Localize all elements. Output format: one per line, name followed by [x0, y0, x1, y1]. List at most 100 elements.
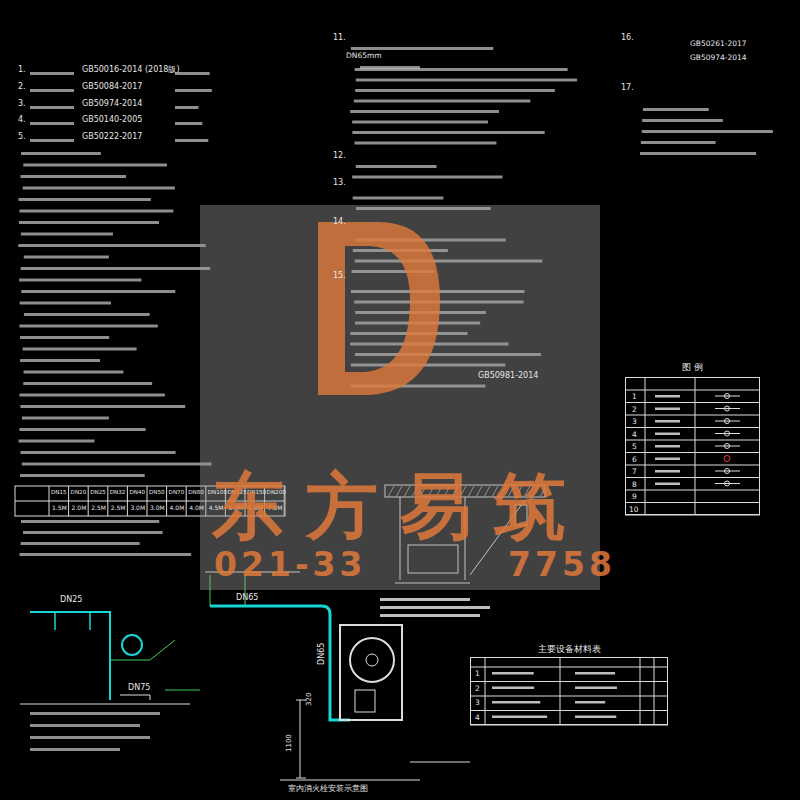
note-text: 2.5M: [111, 505, 126, 511]
note-line: [352, 176, 502, 179]
note-text: 14.: [333, 218, 346, 226]
note-text: 2.5M: [91, 505, 106, 511]
note-line: [175, 122, 202, 125]
note-text: GB50222-2017: [82, 133, 142, 141]
note-line: [175, 139, 208, 142]
note-line: [19, 428, 145, 431]
drawing-label: 室内消火栓安装示意图: [288, 785, 368, 793]
note-line: [21, 520, 159, 523]
note-line: [20, 359, 100, 362]
note-text: 3: [475, 699, 480, 707]
note-line: [20, 302, 111, 305]
note-text: 6: [632, 456, 637, 464]
note-line: [21, 267, 210, 270]
note-text: 5: [632, 443, 637, 451]
note-text: 3.0M: [150, 505, 165, 511]
note-text: 3.: [18, 100, 26, 108]
note-line: [30, 89, 74, 92]
drawing-label: DN75: [128, 684, 150, 692]
note-text: GB50261-2017: [690, 40, 747, 48]
drawing-label: DN65: [318, 643, 326, 665]
note-line: [24, 371, 124, 374]
note-line: [20, 451, 175, 454]
table-title: 主要设备材料表: [471, 645, 667, 654]
drawing-label: DN65: [236, 594, 258, 602]
note-line: [24, 256, 109, 259]
note-text: GB50974-2014: [690, 54, 747, 62]
note-line: [353, 197, 444, 200]
note-line: [18, 244, 205, 247]
note-line: [30, 72, 74, 75]
note-text: 8: [632, 481, 637, 489]
note-line: [19, 440, 95, 443]
note-line: [20, 474, 145, 477]
note-line: [20, 336, 109, 339]
table-box: 图 例: [625, 377, 760, 515]
note-line: [641, 141, 716, 144]
note-line: [30, 122, 74, 125]
drawing-label: DN25: [60, 596, 82, 604]
note-text: DN15: [51, 490, 67, 496]
note-line: [352, 131, 544, 134]
note-line: [354, 100, 531, 103]
note-text: 13.: [333, 179, 346, 187]
note-line: [356, 79, 577, 82]
test-valve-detail: [20, 612, 200, 704]
note-line: [19, 553, 191, 556]
note-text: 9: [632, 493, 637, 501]
note-line: [354, 142, 496, 145]
note-lines: [18, 47, 773, 751]
note-line: [350, 110, 499, 113]
note-text: GB50140-2005: [82, 116, 142, 124]
note-line: [175, 89, 212, 92]
note-text: 4.0M: [189, 505, 204, 511]
note-line: [19, 221, 159, 224]
note-text: 12.: [333, 152, 346, 160]
note-line: [23, 348, 137, 351]
hydrant-detail: [205, 572, 470, 780]
note-text: DN80: [188, 490, 204, 496]
drawing-label: 1100: [286, 734, 293, 752]
note-text: 4.: [18, 116, 26, 124]
note-text: 2: [632, 406, 637, 414]
note-line: [21, 152, 101, 155]
note-line: [360, 66, 420, 69]
note-text: 4: [475, 714, 480, 722]
note-line: [640, 152, 756, 155]
note-text: 3.0M: [130, 505, 145, 511]
note-text: 7: [632, 468, 637, 476]
note-text: 17.: [621, 84, 634, 92]
note-line: [20, 405, 185, 408]
note-line: [19, 394, 164, 397]
note-text: DN70: [169, 490, 185, 496]
note-line: [30, 748, 120, 751]
note-text: DN20: [71, 490, 87, 496]
note-line: [19, 210, 173, 213]
note-text: 2.: [18, 83, 26, 91]
note-line: [643, 108, 709, 111]
drawing-label: 320: [306, 693, 313, 706]
note-text: 2.0M: [72, 505, 87, 511]
table-title: 图 例: [626, 363, 759, 372]
note-line: [23, 187, 175, 190]
note-line: [30, 712, 160, 715]
material-table-lines: [470, 657, 668, 725]
note-text: 15.: [333, 272, 346, 280]
note-line: [19, 325, 157, 328]
note-line: [30, 139, 74, 142]
note-text: DN40: [129, 490, 145, 496]
note-text: 1.: [18, 66, 26, 74]
watermark-text: 021-33: [214, 548, 367, 581]
note-line: [21, 542, 140, 545]
note-line: [21, 290, 175, 293]
note-line: [24, 313, 150, 316]
note-text: GB50016-2014 (2018版): [82, 66, 180, 74]
note-text: 3: [632, 418, 637, 426]
note-line: [642, 119, 723, 122]
note-text: 4.0M: [170, 505, 185, 511]
note-text: 10: [629, 506, 639, 514]
note-line: [23, 531, 163, 534]
note-text: GB50981-2014: [478, 372, 538, 380]
note-line: [642, 130, 773, 133]
